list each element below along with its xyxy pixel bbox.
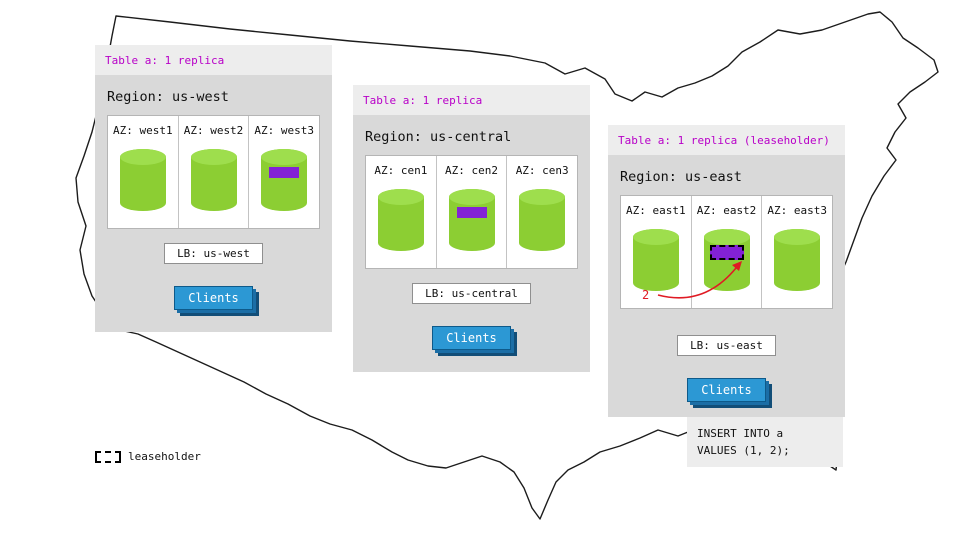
az-label: AZ: cen2	[445, 164, 498, 177]
load-balancer-box: LB: us-east	[677, 335, 776, 356]
clients-button-group: Clients	[687, 378, 772, 408]
replica-marker	[709, 245, 744, 260]
database-cylinder	[119, 148, 167, 212]
database-icon	[774, 229, 821, 291]
az-label: AZ: east1	[626, 204, 686, 217]
clients-button: Clients	[687, 378, 766, 402]
database-icon	[261, 149, 308, 211]
load-balancer-box: LB: us-west	[164, 243, 263, 264]
az-label: AZ: cen3	[515, 164, 569, 177]
replica-marker	[456, 207, 487, 218]
az-label: AZ: west3	[254, 124, 314, 137]
legend-label: leaseholder	[128, 450, 201, 463]
database-cylinder	[518, 188, 566, 252]
legend: leaseholder	[95, 450, 201, 463]
database-icon	[377, 189, 424, 251]
az-container: AZ: east1 AZ: east2 AZ: east3	[620, 195, 833, 309]
region-title: Region: us-west	[107, 89, 229, 105]
table-header-bar: Table a: 1 replica (leaseholder)	[608, 125, 845, 155]
database-icon	[519, 189, 566, 251]
az-label: AZ: cen1	[374, 164, 428, 177]
database-cylinder	[703, 228, 751, 292]
region-title: Region: us-central	[365, 129, 512, 145]
az-column: AZ: east3	[762, 196, 832, 308]
replica-marker	[269, 167, 300, 178]
database-icon	[448, 189, 495, 251]
table-header-bar: Table a: 1 replica	[353, 85, 590, 115]
database-cylinder	[773, 228, 821, 292]
az-label: AZ: east2	[696, 204, 757, 217]
az-column: AZ: west2	[179, 116, 250, 228]
az-label: AZ: west2	[183, 124, 244, 137]
clients-button: Clients	[432, 326, 511, 350]
az-column: AZ: cen1	[366, 156, 437, 268]
az-column: AZ: east1	[621, 196, 692, 308]
az-column: AZ: cen3	[507, 156, 577, 268]
table-replica-label: Table a: 1 replica	[363, 93, 483, 107]
database-cylinder	[260, 148, 308, 212]
insert-statement-line: INSERT INTO a	[697, 427, 784, 440]
region-panel-us-east: Table a: 1 replica (leaseholder) Region:…	[608, 125, 845, 417]
database-cylinder	[632, 228, 680, 292]
insert-step-label: 2	[642, 288, 650, 302]
az-column: AZ: east2	[692, 196, 763, 308]
insert-arrow-icon	[657, 261, 742, 299]
clients-button-group: Clients	[174, 286, 259, 316]
table-replica-label: Table a: 1 replica	[105, 53, 225, 67]
table-header-bar: Table a: 1 replica	[95, 45, 332, 75]
az-container: AZ: cen1 AZ: cen2 AZ: cen3	[365, 155, 578, 269]
az-column: AZ: cen2	[437, 156, 508, 268]
region-panel-us-central: Table a: 1 replica Region: us-central AZ…	[353, 85, 590, 372]
leaseholder-swatch-icon	[95, 450, 121, 463]
database-cylinder	[448, 188, 496, 252]
database-cylinder	[190, 148, 238, 212]
database-icon	[703, 229, 750, 291]
region-panel-us-west: Table a: 1 replica Region: us-west AZ: w…	[95, 45, 332, 332]
region-title: Region: us-east	[620, 169, 742, 185]
database-icon	[119, 149, 166, 211]
clients-button: Clients	[174, 286, 253, 310]
az-label: AZ: east3	[767, 204, 827, 217]
clients-button-group: Clients	[432, 326, 517, 356]
az-column: AZ: west3	[249, 116, 319, 228]
insert-statement-line: VALUES (1, 2);	[697, 444, 790, 458]
load-balancer-box: LB: us-central	[412, 283, 531, 304]
az-label: AZ: west1	[113, 124, 173, 137]
az-column: AZ: west1	[108, 116, 179, 228]
database-icon	[190, 149, 237, 211]
database-cylinder	[377, 188, 425, 252]
az-container: AZ: west1 AZ: west2 AZ: west3	[107, 115, 320, 229]
database-icon	[632, 229, 679, 291]
table-replica-label: Table a: 1 replica (leaseholder)	[618, 133, 830, 147]
insert-statement-note: INSERT INTO a VALUES (1, 2);	[687, 417, 843, 468]
